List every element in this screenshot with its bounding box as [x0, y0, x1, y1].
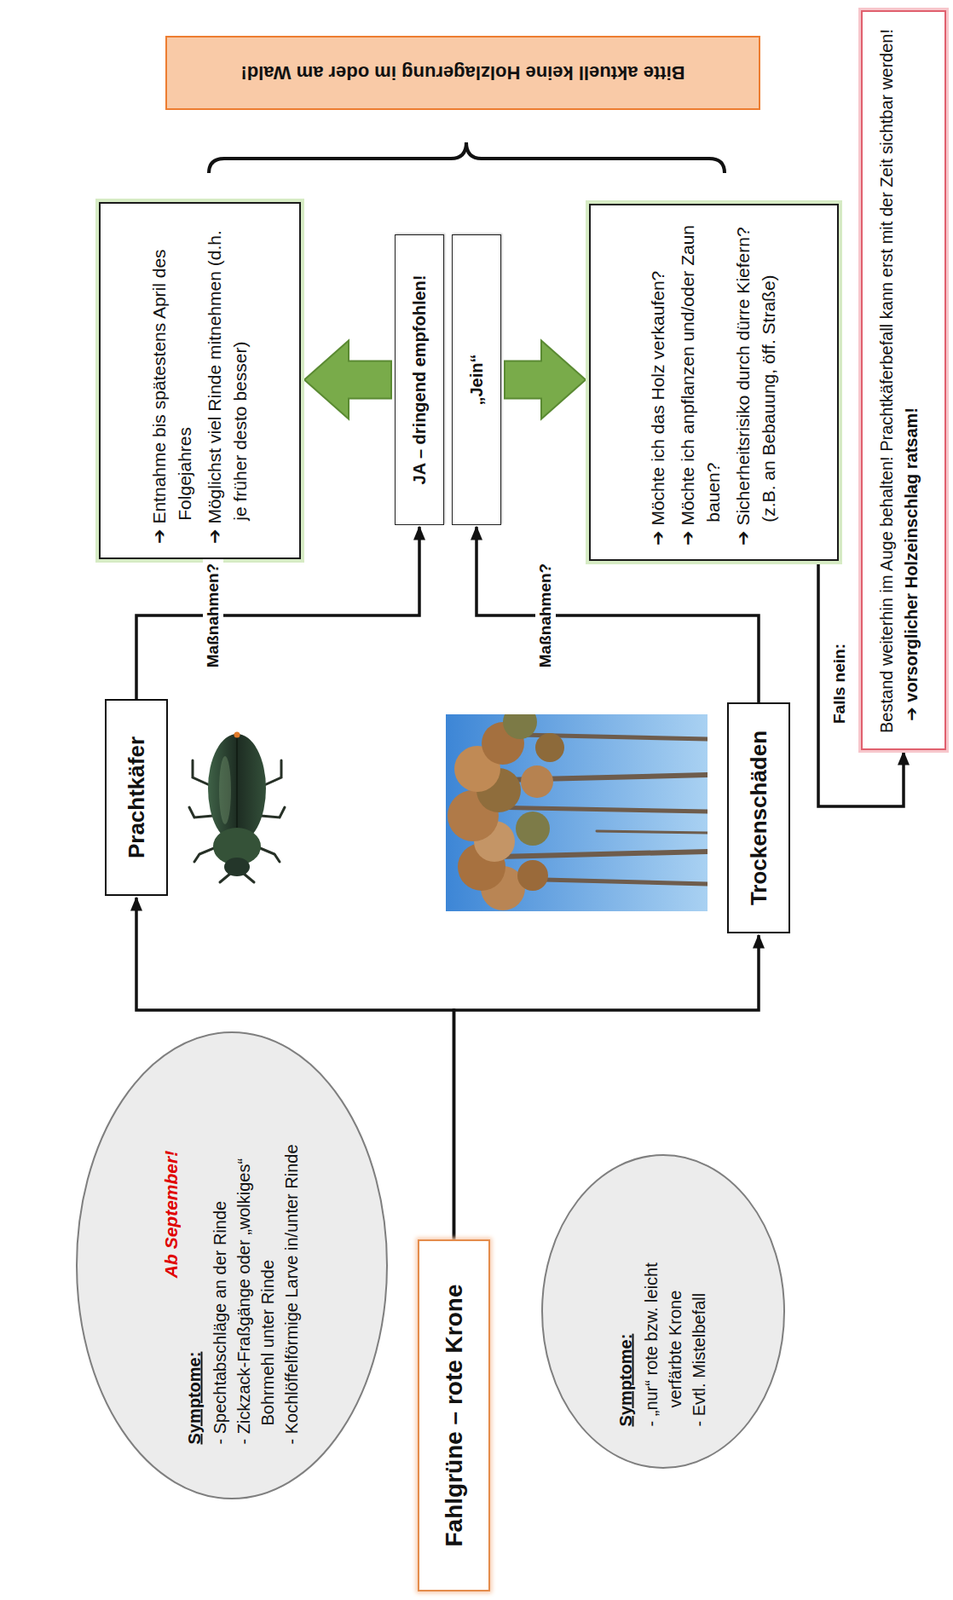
photo-trunk	[596, 831, 708, 833]
beetle-tip	[234, 732, 241, 739]
node-text: Bitte aktuell keine Holzlagerung im oder…	[240, 62, 685, 85]
edge-label: Falls nein:	[829, 639, 850, 728]
photo-crown	[517, 860, 549, 891]
ellipse-content: Ab September!Symptome:- Spechtabschläge …	[161, 1086, 304, 1445]
node-text: ➔ Möchte ich das Holz verkaufen?	[645, 219, 671, 546]
beetle-head	[224, 857, 250, 877]
beetle-leg	[189, 807, 214, 818]
node-text: ➔ Möglichst viel Rinde mitnehmen (d.h. j…	[202, 217, 255, 544]
ellipse-shape	[542, 1155, 785, 1468]
node-text: - Kochlöffelförmige Larve in/unter Rinde	[279, 1086, 304, 1445]
symptom-ellipse: Symptome:- „nur“ rote bzw. leicht verfär…	[540, 1153, 786, 1470]
node-text: Ab September!	[161, 1086, 182, 1445]
photo-trunk	[485, 807, 708, 812]
node-text: ➔ Sicherheitsrisiko durch dürre Kiefern?…	[730, 219, 783, 546]
block-arrow	[304, 340, 392, 420]
beetle-antenna	[243, 873, 255, 883]
start-box: Fahlgrüne – rote Krone	[417, 1239, 491, 1592]
notice-box: Bitte aktuell keine Holzlagerung im oder…	[165, 35, 761, 110]
answer-box: „Jein“	[451, 234, 502, 526]
photo-crown	[502, 714, 538, 740]
beetle-suture	[236, 735, 238, 833]
node-text: ➔ Möchte ich anpflanzen und/oder Zaun ba…	[675, 219, 728, 546]
curly-brace	[208, 142, 725, 174]
photo-crown	[535, 733, 565, 763]
node-text: ➔ Entnahme bis spätestens April des Folg…	[146, 217, 199, 544]
node-text: ➔ vorsorglicher Holzeinschlag ratsam!	[901, 407, 921, 722]
node-text: - Spechtabschläge an der Rinde	[207, 1086, 232, 1445]
ellipse-outline	[540, 1153, 786, 1470]
ellipse-shape	[76, 1032, 387, 1499]
box-content: Bestand weiterhin im Auge behalten! Prac…	[874, 27, 925, 734]
node-text: Symptome:	[184, 1086, 205, 1445]
node-text: Prachtkäfer	[123, 736, 151, 859]
advice-box: Bestand weiterhin im Auge behalten! Prac…	[860, 10, 947, 751]
node-text: - Evtl. Mistelbefall	[687, 1196, 711, 1427]
rotated-content: Bitte aktuell keine Holzlagerung im oder…	[240, 62, 685, 85]
beetle-antenna	[219, 873, 231, 883]
cause-box: Prachtkäfer	[104, 698, 168, 896]
beetle-picture	[189, 732, 285, 884]
cause-box: Trockenschäden	[727, 702, 791, 934]
node-text: „Jein“	[467, 353, 487, 405]
photo-crown	[515, 811, 550, 846]
beetle-leg	[260, 807, 285, 818]
photo-sky	[445, 714, 708, 912]
node-text: Symptome:	[616, 1196, 636, 1427]
symptom-ellipse: Ab September!Symptome:- Spechtabschläge …	[75, 1030, 389, 1501]
question-box: ➔ Möchte ich das Holz verkaufen?➔ Möchte…	[589, 203, 839, 561]
photo-crown	[520, 765, 554, 798]
node-text: Trockenschäden	[745, 730, 773, 906]
edge-label: Maßnahmen?	[535, 559, 556, 672]
ellipse-content: Symptome:- „nur“ rote bzw. leicht verfär…	[616, 1196, 711, 1427]
node-text: - Zickzack-Fraßgänge oder „wolkiges“ Boh…	[231, 1086, 280, 1445]
answer-box: JA – dringend empfohlen!	[394, 234, 445, 526]
photo-trunk	[498, 851, 708, 857]
tree-photo	[445, 714, 708, 912]
photo-crowns	[447, 714, 565, 911]
edge-label: Maßnahmen?	[202, 559, 224, 672]
ellipse-outline	[75, 1030, 389, 1501]
photo-trunks	[485, 734, 708, 884]
measure-box: ➔ Entnahme bis spätestens April des Folg…	[98, 202, 301, 560]
node-text: Bestand weiterhin im Auge behalten! Prac…	[877, 28, 896, 734]
beetle-highlight	[219, 756, 232, 825]
node-text: JA – dringend empfohlen!	[410, 275, 430, 486]
node-text: - „nur“ rote bzw. leicht verfärbte Krone	[639, 1196, 688, 1427]
beetle-elytra	[207, 733, 266, 844]
node-text: Fahlgrüne – rote Krone	[440, 1283, 468, 1547]
block-arrow	[504, 340, 586, 420]
